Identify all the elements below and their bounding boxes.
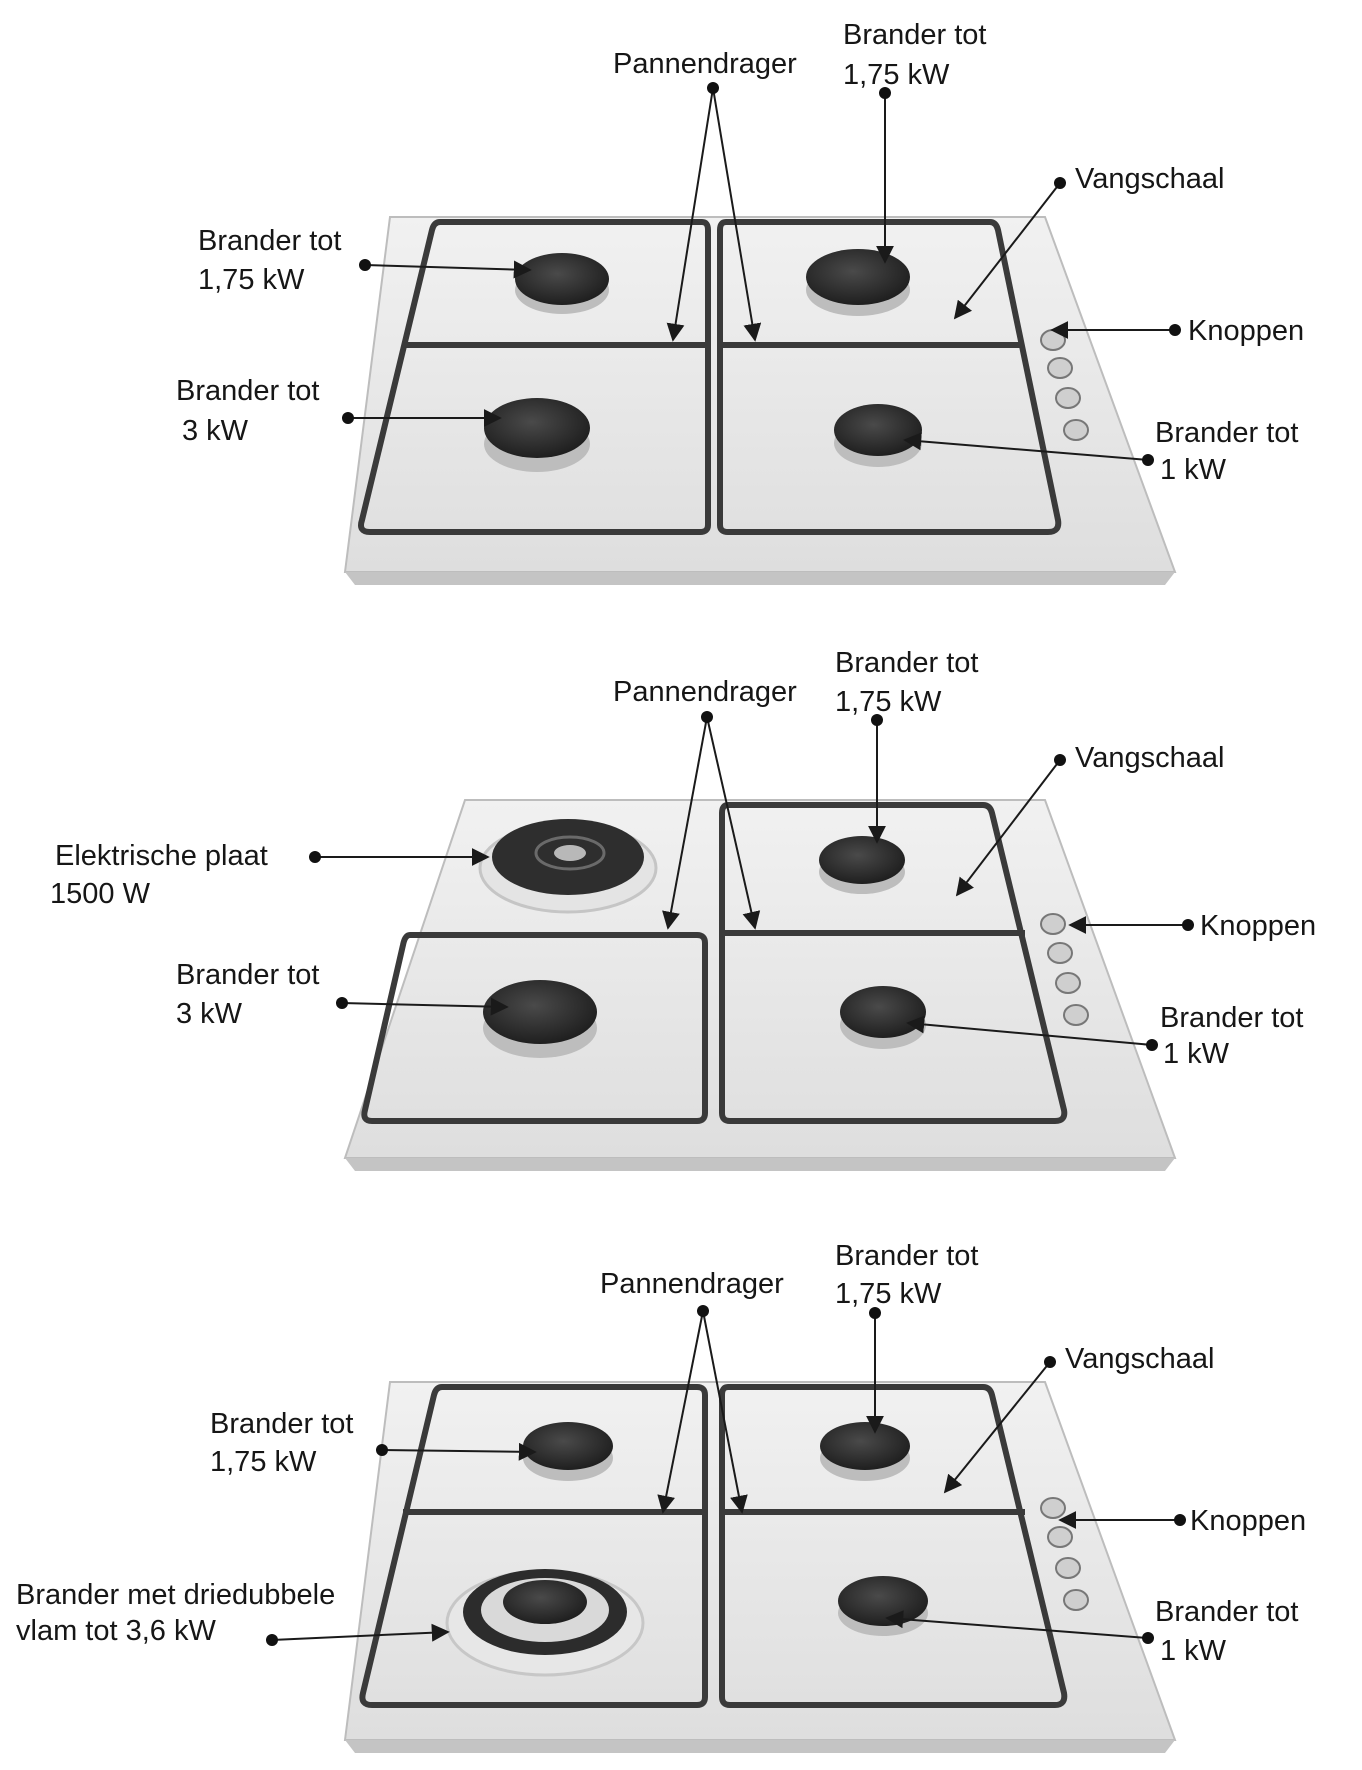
label-pan-support: Pannendrager	[600, 1268, 784, 1300]
knob-icon	[1055, 1557, 1081, 1579]
cooktop-3-labels: Pannendrager Brander tot 1,75 kW Vangsch…	[16, 1240, 1306, 1667]
label-burner-back-left-line2: 1,75 kW	[210, 1446, 317, 1478]
label-burner-back-right-line2: 1,75 kW	[843, 59, 950, 91]
pan-support-left	[358, 219, 711, 535]
knob-icon	[1040, 913, 1066, 935]
cooktop-1: Pannendrager Brander tot 1,75 kW Vangsch…	[176, 19, 1304, 585]
label-drip-tray: Vangschaal	[1075, 742, 1224, 774]
pan-support-right	[719, 1384, 1068, 1708]
label-burner-back-right-line2: 1,75 kW	[835, 1278, 942, 1310]
cooktop-1-callouts	[342, 82, 1181, 466]
electric-plate	[478, 819, 658, 914]
label-burner-front-right-line1: Brander tot	[1155, 1596, 1298, 1628]
hob-plate	[343, 216, 1177, 573]
burner-back-left	[515, 253, 609, 314]
label-burner-back-right-line1: Brander tot	[843, 19, 986, 51]
label-burner-front-left-line1: Brander tot	[176, 959, 319, 991]
label-drip-tray: Vangschaal	[1065, 1343, 1214, 1375]
cooktop-3-callouts	[266, 1305, 1186, 1646]
hob-front-edge	[345, 1740, 1175, 1753]
label-pan-support: Pannendrager	[613, 676, 797, 708]
burner-front-left	[484, 398, 590, 472]
cooktop-3-hob	[343, 1381, 1177, 1753]
knob-icon	[1063, 419, 1089, 441]
label-triple-flame-burner-line2: vlam tot 3,6 kW	[16, 1615, 216, 1647]
burner-front-right	[840, 986, 926, 1049]
label-burner-back-left-line1: Brander tot	[210, 1408, 353, 1440]
label-burner-front-right-line1: Brander tot	[1160, 1002, 1303, 1034]
cooktop-2-labels: Pannendrager Brander tot 1,75 kW Vangsch…	[50, 647, 1316, 1070]
burner-front-left	[483, 980, 597, 1058]
label-burner-front-left-line1: Brander tot	[176, 375, 319, 407]
label-electric-plate-line1: Elektrische plaat	[55, 840, 268, 872]
burner-front-right	[834, 404, 922, 467]
control-knobs	[1040, 1497, 1089, 1611]
hob-plate	[343, 1381, 1177, 1741]
hob-front-edge	[345, 1158, 1175, 1171]
cooktop-2-callouts	[309, 711, 1194, 1051]
burner-front-right	[838, 1576, 928, 1636]
label-knobs: Knoppen	[1190, 1505, 1306, 1537]
label-drip-tray: Vangschaal	[1075, 163, 1224, 195]
knob-icon	[1040, 1497, 1066, 1519]
label-electric-plate-line2: 1500 W	[50, 878, 151, 910]
knob-icon	[1040, 329, 1066, 351]
cooktop-1-hob	[343, 216, 1177, 585]
label-burner-front-left-line2: 3 kW	[182, 415, 249, 447]
label-pan-support: Pannendrager	[613, 48, 797, 80]
knob-icon	[1063, 1004, 1089, 1026]
label-burner-front-right-line2: 1 kW	[1163, 1038, 1230, 1070]
knob-icon	[1047, 1526, 1073, 1548]
label-burner-back-right-line1: Brander tot	[835, 647, 978, 679]
pan-support-left	[361, 932, 708, 1124]
hob-plate	[343, 799, 1177, 1159]
label-triple-flame-burner-line1: Brander met driedubbele	[16, 1579, 335, 1611]
knob-icon	[1055, 972, 1081, 994]
cooktop-2-hob	[343, 799, 1177, 1171]
hob-front-edge	[345, 572, 1175, 585]
label-burner-back-left-line1: Brander tot	[198, 225, 341, 257]
burner-back-right	[806, 249, 910, 316]
label-burner-front-right-line2: 1 kW	[1160, 454, 1227, 486]
cooktop-3: Pannendrager Brander tot 1,75 kW Vangsch…	[16, 1240, 1306, 1753]
knob-icon	[1055, 387, 1081, 409]
cooktop-1-labels: Pannendrager Brander tot 1,75 kW Vangsch…	[176, 19, 1304, 486]
cooktop-2: Pannendrager Brander tot 1,75 kW Vangsch…	[50, 647, 1316, 1171]
triple-flame-burner	[445, 1569, 645, 1677]
knob-icon	[1063, 1589, 1089, 1611]
burner-back-left	[523, 1422, 613, 1481]
label-burner-back-right-line2: 1,75 kW	[835, 686, 942, 718]
burner-back-right	[820, 1422, 910, 1481]
control-knobs	[1040, 913, 1089, 1026]
knob-icon	[1047, 942, 1073, 964]
pan-support-right	[717, 219, 1062, 535]
label-burner-front-right-line2: 1 kW	[1160, 1635, 1227, 1667]
label-burner-front-left-line2: 3 kW	[176, 998, 243, 1030]
pan-support-left	[359, 1384, 708, 1708]
burner-back-right	[819, 836, 905, 894]
label-burner-front-right-line1: Brander tot	[1155, 417, 1298, 449]
control-knobs	[1040, 329, 1089, 441]
label-burner-back-left-line2: 1,75 kW	[198, 264, 305, 296]
label-knobs: Knoppen	[1188, 315, 1304, 347]
label-knobs: Knoppen	[1200, 910, 1316, 942]
label-burner-back-right-line1: Brander tot	[835, 1240, 978, 1272]
knob-icon	[1047, 357, 1073, 379]
pan-support-right	[719, 802, 1068, 1124]
